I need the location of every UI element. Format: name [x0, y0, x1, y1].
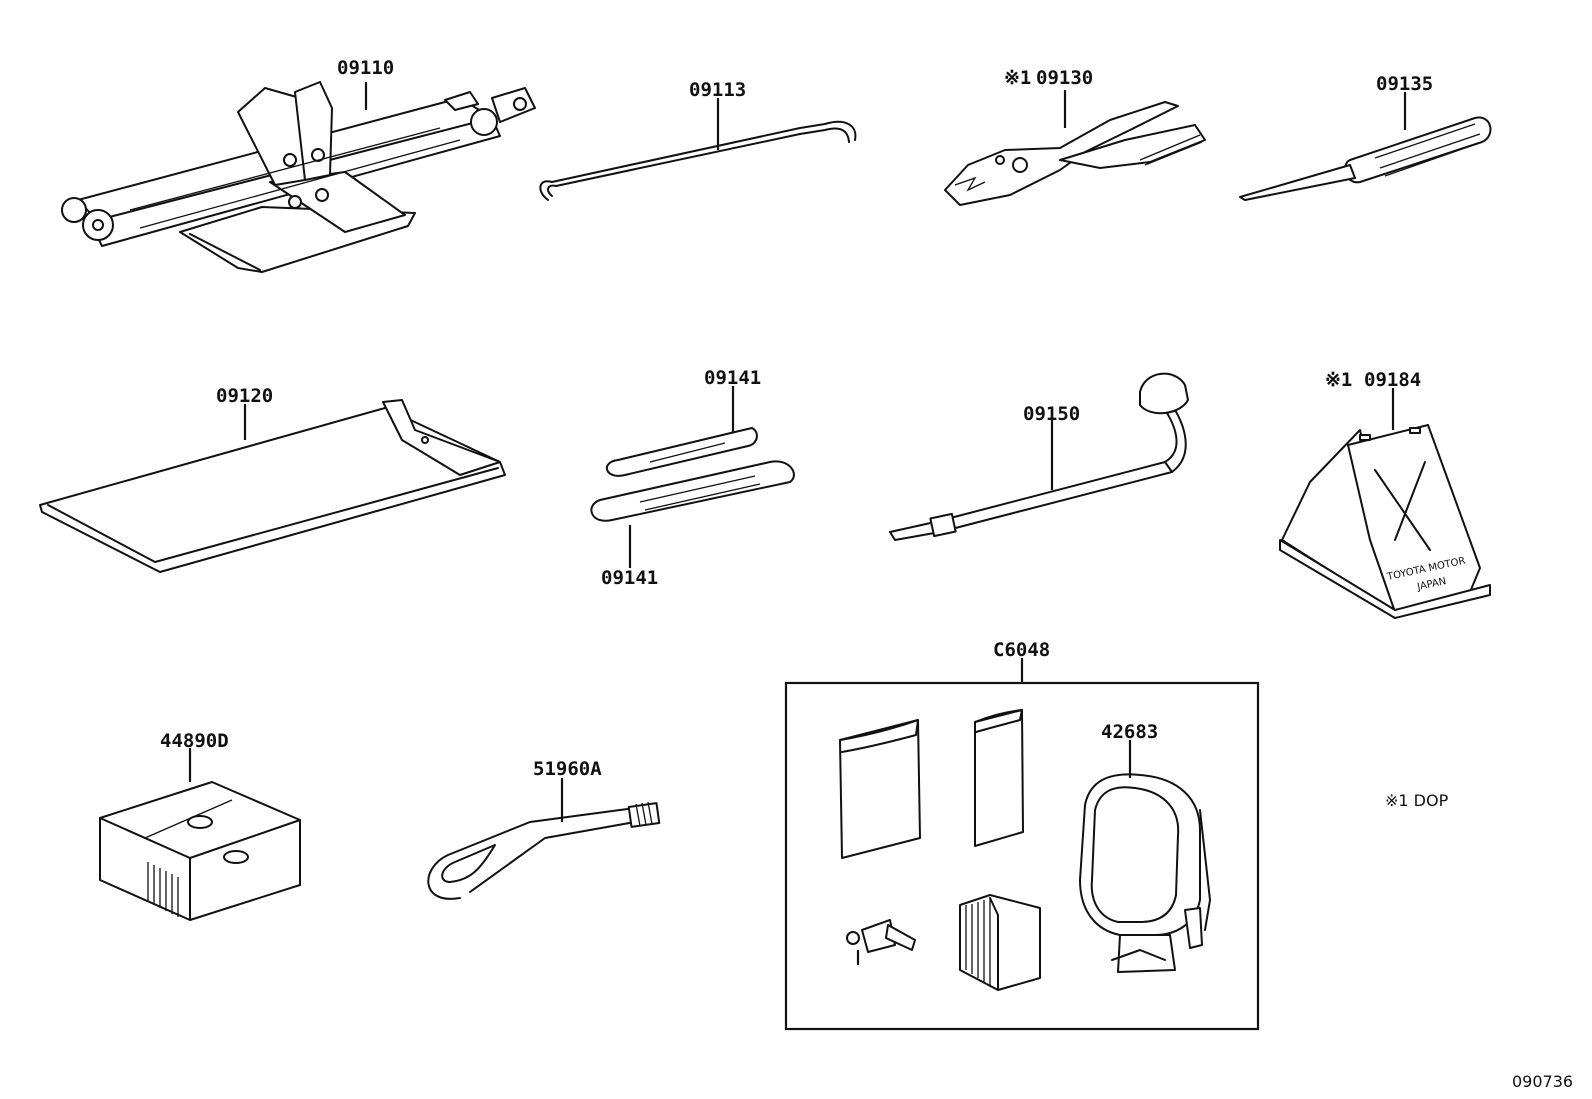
screwdriver: 09135 [1239, 73, 1492, 201]
scissor-jack: 09110 [61, 57, 536, 273]
instruction-booklet [839, 719, 921, 859]
label-51960A: 51960A [533, 758, 602, 780]
compressor-42683: 42683 [1079, 721, 1211, 973]
label-09135: 09135 [1376, 73, 1433, 95]
label-09130: 09130 [1036, 67, 1093, 89]
pliers: ※1 09130 [944, 67, 1206, 206]
spare-tire-tool: 51960A [427, 758, 661, 900]
repair-kit-group: C6048 42683 [784, 639, 1260, 1031]
label-C6048: C6048 [993, 639, 1050, 661]
label-42683: 42683 [1101, 721, 1158, 743]
legend-dop: ※1 DOP [1385, 791, 1449, 810]
label-09184: 09184 [1364, 369, 1421, 391]
wheel-chock: TOYOTA MOTOR JAPAN ※1 09184 [1279, 369, 1491, 619]
label-09184-mark: ※1 [1325, 369, 1352, 391]
diagram-code: 090736 [1512, 1072, 1573, 1091]
valve-tool [846, 919, 916, 965]
jack-handle: 09113 [539, 79, 857, 201]
label-09130-mark: ※1 [1004, 67, 1031, 89]
lug-wrench: 09150 [889, 372, 1189, 541]
label-09120: 09120 [216, 385, 273, 407]
label-09150: 09150 [1023, 403, 1080, 425]
tool-tray: 44890D [99, 730, 301, 921]
label-44890D: 44890D [160, 730, 229, 752]
label-09113: 09113 [689, 79, 746, 101]
label-09141-top: 09141 [704, 367, 761, 389]
sticker-sheet [974, 709, 1024, 847]
label-09141-bottom: 09141 [601, 567, 658, 589]
patch-set [959, 894, 1041, 991]
wrenches: 09141 09141 [590, 367, 795, 589]
tool-bag: 09120 [39, 385, 506, 573]
label-09110: 09110 [337, 57, 394, 79]
